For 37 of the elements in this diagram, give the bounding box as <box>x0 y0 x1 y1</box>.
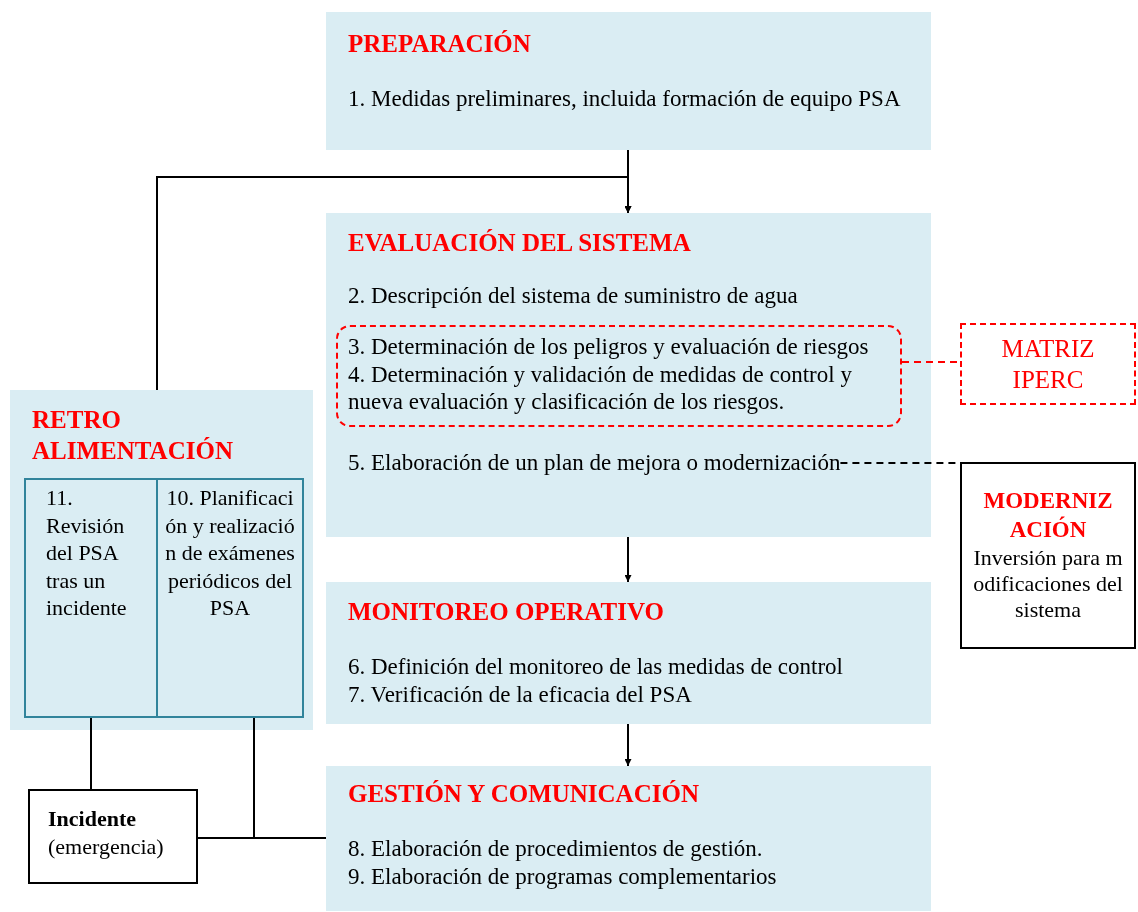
step-text: 8. Elaboración de procedimientos de gestión. <box>348 835 764 863</box>
stage-panel <box>326 582 931 724</box>
arrow <box>156 176 632 391</box>
stage-heading: EVALUACIÓN DEL SISTEMA <box>348 228 692 258</box>
stage-panel <box>326 213 931 537</box>
arrow <box>624 723 632 767</box>
note-text: MATRIZ IPERC <box>1000 333 1096 395</box>
step-text: 5. Elaboración de un plan de mejora o modernización <box>348 449 841 477</box>
step-text: 9. Elaboración de programas complementarios <box>348 862 778 891</box>
stage-panel <box>326 766 931 911</box>
arrow <box>624 536 632 583</box>
step-text: 6. Definición del monitoreo de las medidas de control <box>348 653 844 681</box>
step-box <box>156 478 304 718</box>
step-text: 11. Revisión del PSA tras un incidente <box>46 484 128 622</box>
note-heading: MODERNIZACIÓN <box>983 487 1113 544</box>
step-text: 10. Planificación y realización de exámenes periódicos del PSA <box>164 484 296 622</box>
event-text: (emergencia) <box>48 832 165 860</box>
connector-line <box>90 717 92 790</box>
stage-heading: PREPARACIÓN <box>348 29 532 59</box>
stage-heading: MONITOREO OPERATIVO <box>348 597 665 627</box>
event-box <box>28 789 198 884</box>
stage-heading: GESTIÓN Y COMUNICACIÓN <box>348 779 700 809</box>
dashed-group-box <box>336 325 902 427</box>
step-text: 7. Verificación de la eficacia del PSA <box>348 680 693 709</box>
step-text: 4. Determinación y validación de medidas de control y nueva evaluación y clasificación de los riesgos. <box>348 360 853 416</box>
event-title: Incidente <box>48 805 137 833</box>
note-text: Inversión para modificaciones del sistema <box>973 544 1123 624</box>
feedback-panel <box>10 390 313 730</box>
step-text: 2. Descripción del sistema de suministro de agua <box>348 282 799 310</box>
connector-line <box>253 717 327 839</box>
step-text: 1. Medidas preliminares, incluida formación de equipo PSA <box>348 85 902 113</box>
step-text: 3. Determinación de los peligros y evaluación de riesgos <box>348 333 870 361</box>
note-box <box>960 462 1136 649</box>
stage-heading: RETRO ALIMENTACIÓN <box>32 405 232 467</box>
step-box <box>24 478 158 718</box>
note-box <box>960 323 1136 405</box>
stage-panel <box>326 12 931 150</box>
